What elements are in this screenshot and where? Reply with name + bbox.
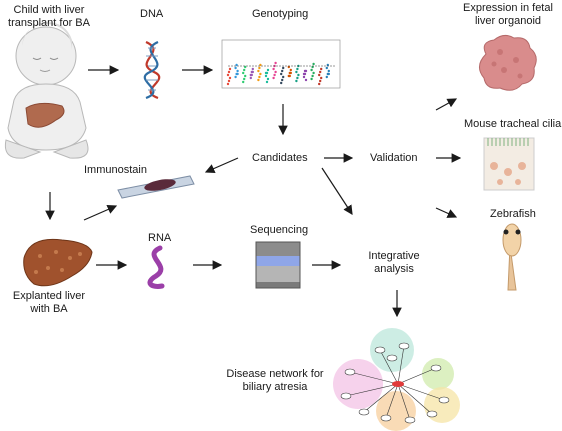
zebrafish-label: Zebrafish: [490, 208, 536, 220]
genotyping-label: Genotyping: [252, 8, 309, 20]
network-label: Disease network for biliary atresia: [226, 368, 324, 393]
network-icon: [333, 328, 460, 431]
organoid-label: Expression in fetal liver organoid: [463, 2, 553, 27]
arrows: [45, 65, 462, 318]
arrow-validation-to-organoid: [435, 98, 458, 111]
liver-icon: [23, 238, 93, 287]
arrow-candidates-to-integrative: [321, 167, 353, 216]
explanted-label: Explanted liver with BA: [12, 290, 86, 315]
dna-icon: [143, 40, 161, 100]
manhattan-plot-icon: [221, 39, 341, 89]
zebrafish-icon: [502, 223, 522, 291]
rna-icon: [147, 245, 165, 289]
immunostain-label: Immunostain: [84, 164, 147, 176]
arrow-candidates-to-immunostain: [204, 157, 239, 174]
arrow-liver-to-immunostain: [83, 204, 118, 221]
child-label: Child with liver transplant for BA: [8, 4, 90, 29]
sequencer-icon: [255, 241, 301, 289]
slide-icon: [117, 175, 195, 199]
validation-label: Validation: [370, 152, 418, 164]
dna-label: DNA: [140, 8, 164, 20]
cilia-icon: [483, 137, 535, 191]
candidates-label: Candidates: [252, 152, 308, 164]
sequencing-label: Sequencing: [250, 224, 309, 236]
integrative-label: Integrative analysis: [368, 250, 420, 275]
organoid-icon: [479, 34, 537, 91]
rna-label: RNA: [148, 232, 172, 244]
cilia-label: Mouse tracheal cilia: [464, 118, 562, 130]
baby-icon: [4, 22, 89, 159]
arrow-validation-to-zebrafish: [435, 207, 458, 218]
